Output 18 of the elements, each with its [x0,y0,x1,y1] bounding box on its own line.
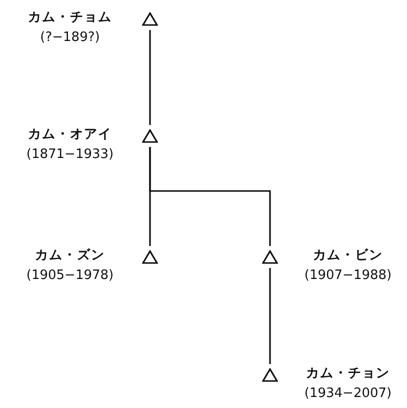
life-dates: (1907−1988) [303,267,393,285]
life-dates: (1905−1978) [25,267,115,285]
descent-line [149,30,151,125]
triangle-symbol [262,250,278,264]
life-dates: (?−189?) [39,29,101,47]
person-name: カム・チョン [305,365,391,383]
triangle-symbol [142,250,158,264]
triangle-symbol [142,129,158,143]
person-name: カム・ズン [34,247,106,265]
person-name: カム・ビン [312,247,384,265]
descent-line [269,268,271,364]
life-dates: (1871−1933) [25,146,115,164]
descent-line [149,147,271,246]
life-dates: (1934−2007) [303,385,393,403]
person-name: カム・チョム [27,9,113,27]
person-name: カム・オアイ [27,126,113,144]
triangle-symbol [262,368,278,382]
triangle-symbol [142,12,158,26]
